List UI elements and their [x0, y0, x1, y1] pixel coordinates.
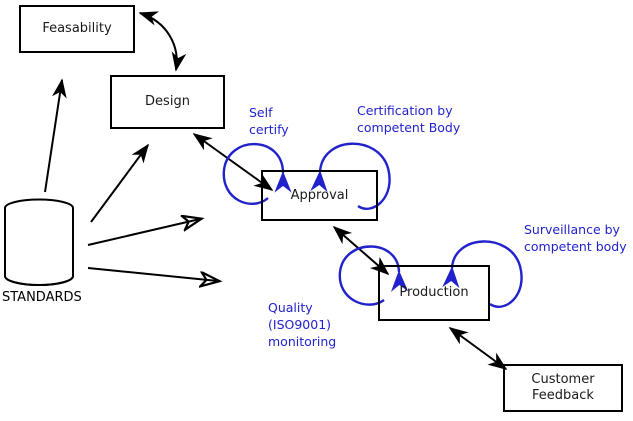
standards-datastore-shape	[4, 198, 74, 286]
standards-datastore-label: STANDARDS	[2, 290, 82, 305]
node-feasability[interactable]: Feasability	[19, 5, 135, 53]
edge-production-customer-feedback	[448, 327, 508, 370]
edge-standards-production	[87, 267, 218, 281]
edge-design-approval	[192, 133, 274, 191]
loop-approval-self-certify	[222, 142, 292, 205]
annotation-certification-by-competent-body: Certification by competent Body	[357, 103, 461, 135]
node-customer-feedback-label: Customer Feedback	[531, 372, 595, 403]
loop-production-surveillance	[442, 240, 523, 308]
node-design-label: Design	[145, 94, 190, 109]
node-approval-label: Approval	[290, 187, 349, 203]
edge-standards-design	[90, 143, 149, 223]
annotation-self-certify: Self certify	[249, 105, 289, 137]
node-approval[interactable]: Approval	[261, 170, 378, 221]
node-design[interactable]: Design	[110, 75, 225, 129]
annotation-surveillance-by-competent-body: Surveillance by competent body	[524, 222, 627, 254]
annotation-quality-iso9001-monitoring: Quality (ISO9001) monitoring	[268, 300, 337, 349]
edge-standards-feasability	[44, 78, 67, 193]
node-production[interactable]: Production	[378, 265, 490, 321]
node-production-label: Production	[399, 285, 469, 300]
node-customer-feedback[interactable]: Customer Feedback	[503, 364, 623, 412]
edge-feasability-design	[138, 11, 187, 72]
edge-standards-approval	[87, 219, 200, 246]
node-feasability-label: Feasability	[42, 21, 112, 36]
loop-approval-certification	[310, 142, 391, 210]
loop-production-quality	[338, 245, 409, 306]
